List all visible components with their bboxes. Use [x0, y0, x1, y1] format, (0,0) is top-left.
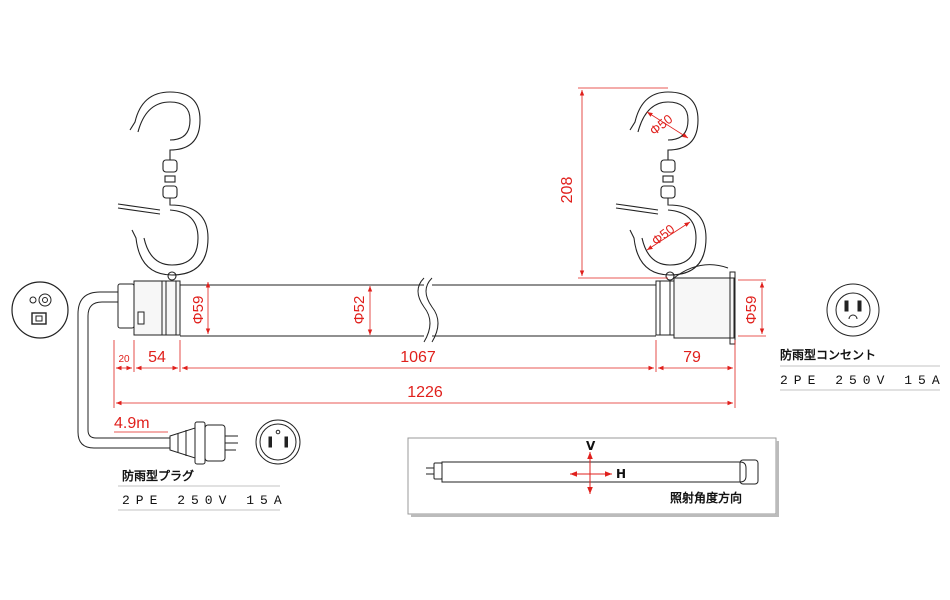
plug-spec: 2PE 250V 15A — [122, 493, 288, 508]
power-cord — [77, 291, 170, 449]
dim-cord-len: 4.9m — [114, 415, 150, 432]
inset-v-label: V — [586, 439, 596, 453]
dim-tube-len: 1067 — [400, 349, 436, 366]
dim-total-len: 1226 — [407, 384, 443, 401]
dim-cap-dia-right: Φ59 — [743, 296, 760, 325]
outlet-front-view — [826, 283, 880, 337]
plug-title: 防雨型プラグ — [122, 468, 194, 483]
dim-right-cap-len: 79 — [683, 349, 701, 366]
plug-front-view — [255, 419, 301, 465]
dim-hook-dia-top: Φ50 — [647, 111, 676, 138]
hook-left — [117, 91, 209, 281]
inset-caption: 照射角度方向 — [670, 490, 742, 505]
dim-offset: 20 — [118, 354, 130, 365]
dim-hook-dia-bottom: Φ50 — [649, 221, 678, 248]
tube-body — [117, 264, 736, 345]
end-view-socket — [11, 281, 69, 339]
dim-hook-height: 208 — [559, 177, 576, 204]
dim-left-cap-len: 54 — [148, 349, 166, 366]
outlet-spec: 2PE 250V 15A — [780, 373, 946, 388]
outlet-title: 防雨型コンセント — [780, 347, 876, 362]
dim-tube-dia: Φ52 — [351, 296, 368, 325]
dim-cap-dia-left: Φ59 — [190, 296, 207, 325]
dimension-lines — [113, 87, 766, 433]
irradiation-inset — [407, 437, 779, 517]
inset-h-label: H — [616, 467, 626, 481]
hook-right — [615, 91, 707, 281]
plug-side-view — [169, 421, 238, 465]
